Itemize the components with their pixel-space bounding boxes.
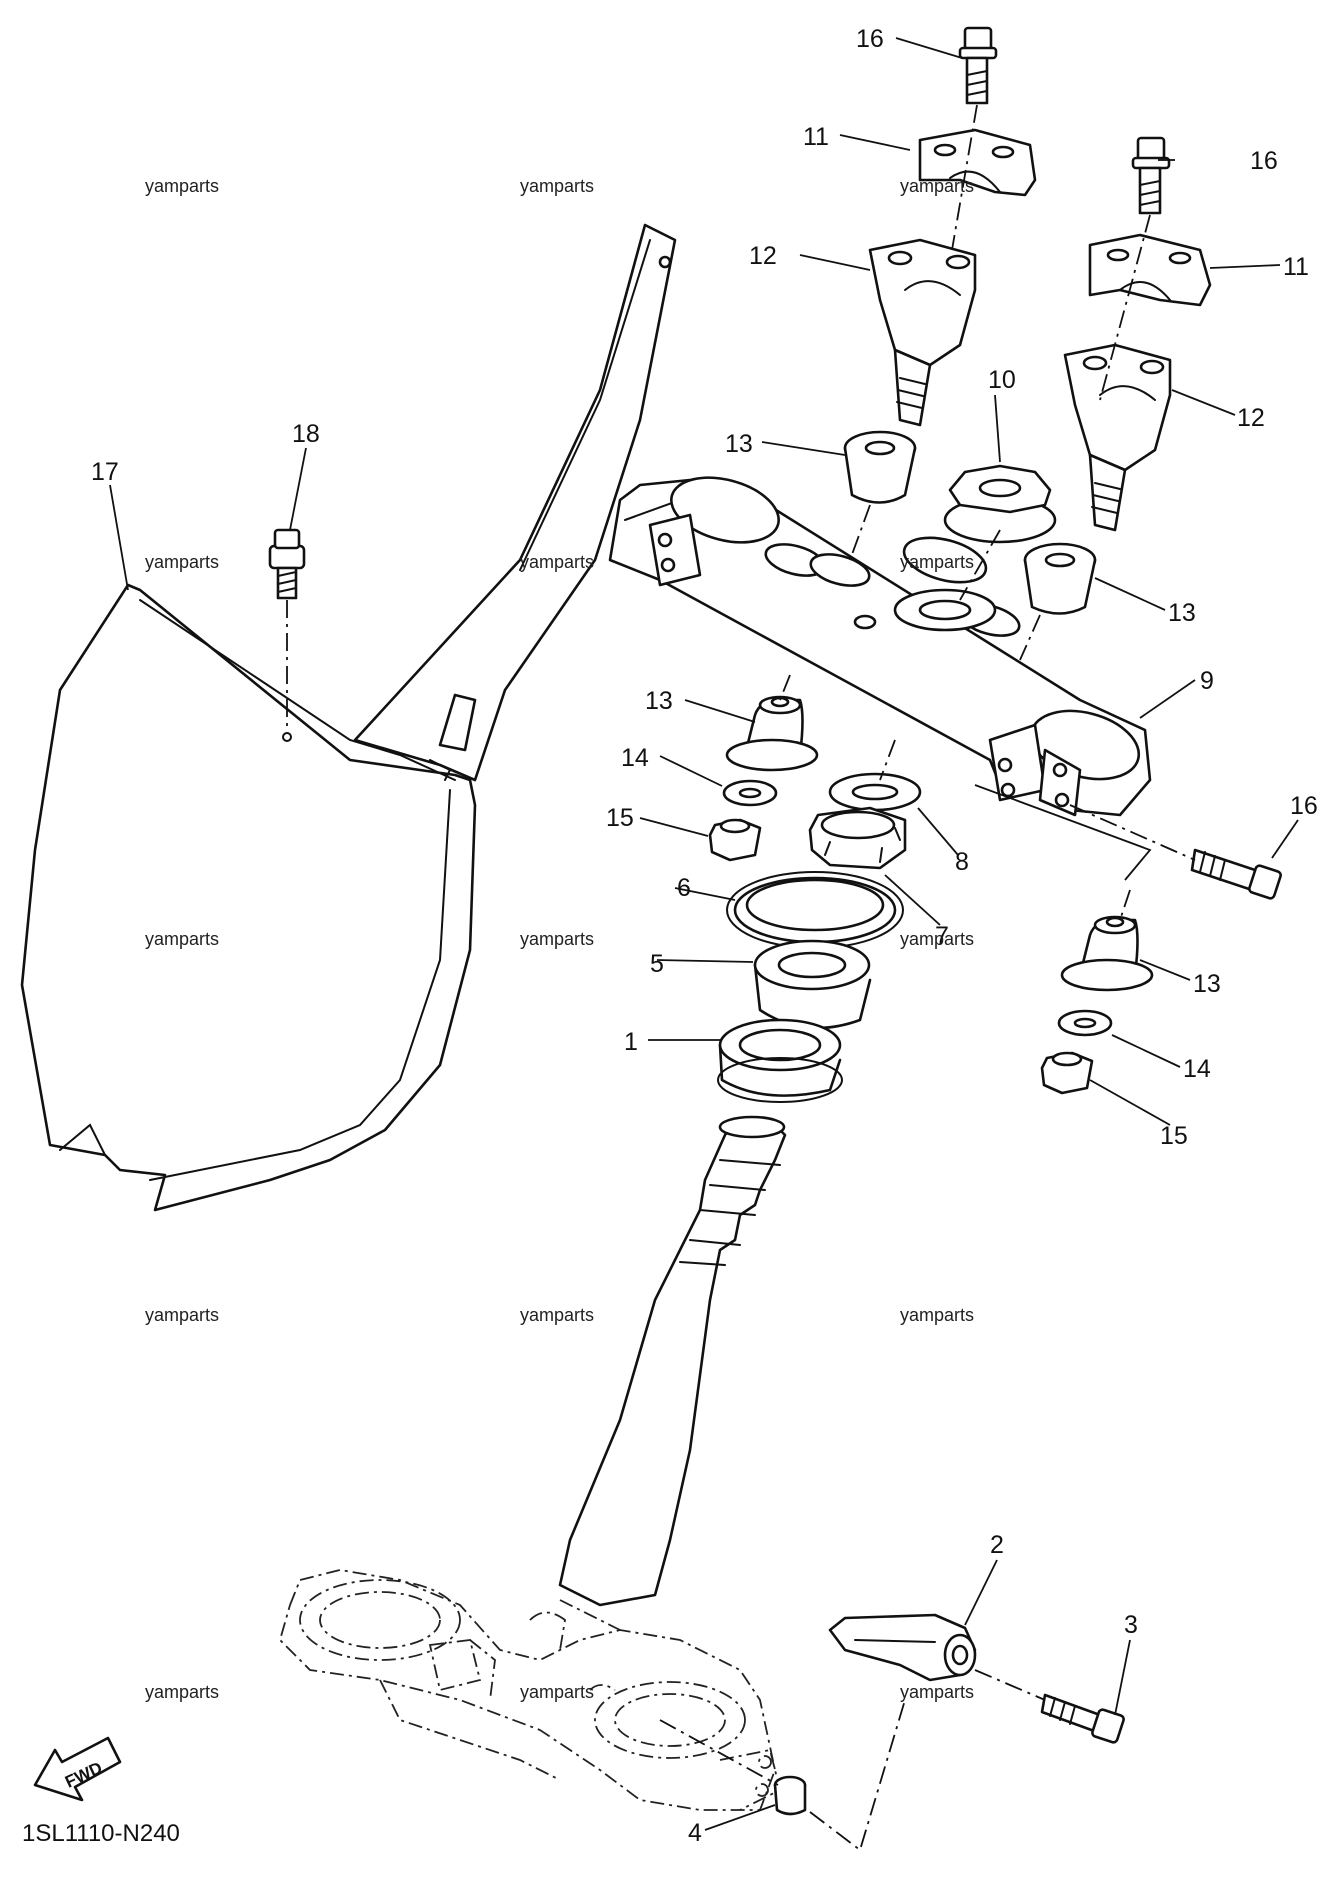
- watermark: yamparts: [900, 1682, 974, 1702]
- handlebar-clamp-upper-left: [918, 128, 1037, 197]
- nut-10: [943, 464, 1057, 544]
- washer-8: [828, 739, 922, 812]
- bolt-16-side: [1069, 804, 1282, 900]
- callout-12-right: 12: [1237, 404, 1265, 432]
- callout-14-left: 14: [621, 744, 649, 772]
- fwd-arrow-icon: FWD: [33, 1736, 122, 1802]
- callout-1: 1: [624, 1028, 638, 1056]
- watermark: yamparts: [520, 176, 594, 196]
- diagram-code: 1SL1110-N240: [22, 1820, 180, 1847]
- watermark: yamparts: [520, 1305, 594, 1325]
- callout-4: 4: [688, 1819, 702, 1847]
- callout-2: 2: [990, 1531, 1004, 1559]
- ring-nut-7: [808, 806, 907, 870]
- watermark: yamparts: [145, 176, 219, 196]
- callout-6: 6: [677, 874, 691, 902]
- lower-bracket: [278, 1569, 782, 1811]
- callout-8: 8: [955, 848, 969, 876]
- watermark: yamparts: [900, 1305, 974, 1325]
- steering-stem: [558, 1115, 787, 1607]
- callout-13-a: 13: [725, 430, 753, 458]
- watermark: yamparts: [520, 552, 594, 572]
- callout-18: 18: [292, 420, 320, 448]
- callout-7: 7: [935, 922, 949, 950]
- callout-11-right: 11: [1283, 253, 1309, 281]
- watermark: yamparts: [145, 552, 219, 572]
- washer-large: [893, 529, 1001, 632]
- damper-13-upper-right: [1019, 542, 1097, 661]
- callout-5: 5: [650, 950, 664, 978]
- nut-15-right: [1040, 1051, 1094, 1095]
- callout-14-right: 14: [1183, 1055, 1211, 1083]
- watermark: yamparts: [520, 1682, 594, 1702]
- handlebar-holder-right: [1063, 343, 1172, 532]
- number-plate: [20, 223, 677, 1212]
- damper-13-lower-left: [725, 674, 819, 772]
- bearing-5: [753, 939, 872, 1030]
- watermarks: yamparts yamparts yamparts yamparts yamp…: [145, 176, 974, 1702]
- callout-9: 9: [1200, 667, 1214, 695]
- callout-11-left: 11: [803, 123, 829, 151]
- nut-15-left: [708, 818, 762, 862]
- callout-13-b: 13: [1168, 599, 1196, 627]
- bolt-16-right: [1099, 136, 1171, 401]
- callout-12-left: 12: [749, 242, 777, 270]
- watermark: yamparts: [520, 929, 594, 949]
- damper-13-upper-left: [843, 430, 917, 561]
- callout-17: 17: [91, 458, 119, 486]
- callout-16-top: 16: [856, 25, 884, 53]
- cable-guide-2: [828, 1613, 977, 1682]
- seal-6: [726, 871, 904, 949]
- bolt-3: [974, 1669, 1125, 1744]
- callout-15-left: 15: [606, 804, 634, 832]
- washer-14-right: [1057, 1009, 1113, 1037]
- watermark: yamparts: [900, 929, 974, 949]
- collar-4: [659, 1699, 906, 1852]
- bolt-18: [268, 528, 306, 742]
- washer-14-left: [722, 779, 778, 807]
- leader-lines: [109, 37, 1299, 1831]
- watermark: yamparts: [145, 1305, 219, 1325]
- callout-15-right: 15: [1160, 1122, 1188, 1150]
- callout-10: 10: [988, 366, 1016, 394]
- callout-16-right: 16: [1250, 147, 1278, 175]
- upper-bracket: [608, 476, 1152, 881]
- callout-3: 3: [1124, 1611, 1138, 1639]
- watermark: yamparts: [900, 552, 974, 572]
- bearing-1: [717, 1018, 843, 1103]
- callout-13-d: 13: [1193, 970, 1221, 998]
- handlebar-clamp-upper-right: [1088, 233, 1212, 307]
- watermark: yamparts: [145, 929, 219, 949]
- callout-16-side: 16: [1290, 792, 1318, 820]
- handlebar-holder-left: [868, 238, 977, 427]
- callouts: 16 11 16 11 12 12 10 13 13 13 9 14 15 8 …: [91, 25, 1318, 1847]
- damper-13-lower-right: [1060, 889, 1154, 992]
- bolt-16-top: [951, 26, 998, 251]
- watermark: yamparts: [900, 176, 974, 196]
- callout-13-c: 13: [645, 687, 673, 715]
- watermark: yamparts: [145, 1682, 219, 1702]
